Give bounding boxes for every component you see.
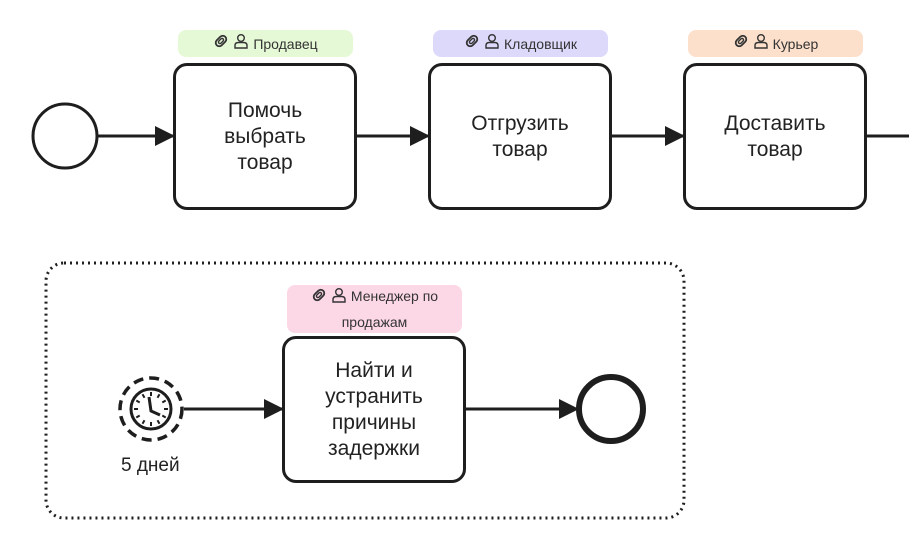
paperclip-icon — [213, 32, 229, 56]
task[interactable]: Доставить товар — [683, 63, 867, 210]
clock-icon — [129, 387, 173, 431]
event-subprocess[interactable] — [44, 261, 686, 520]
role-label: Кладовщик — [504, 35, 577, 52]
role-label: Курьер — [772, 35, 819, 52]
user-icon — [753, 32, 769, 56]
start-event[interactable] — [31, 102, 99, 170]
task-label: Отгрузить товар — [471, 111, 569, 161]
paperclip-icon — [311, 286, 327, 310]
role-label: Продавец — [253, 35, 318, 52]
role-label: Менеджер по продажам — [341, 288, 439, 330]
role-tag[interactable]: Кладовщик — [433, 30, 608, 57]
role-tag[interactable]: Курьер — [688, 30, 863, 57]
end-event[interactable] — [576, 374, 646, 444]
paperclip-icon — [733, 32, 749, 56]
timer-label: 5 дней — [121, 455, 180, 476]
task-label: Помочь выбрать товар — [224, 98, 306, 174]
task-label: Найти и устранить причины задержки — [325, 358, 423, 460]
role-tag[interactable]: Продавец — [178, 30, 353, 57]
user-icon — [484, 32, 500, 56]
timer-start-event[interactable] — [118, 376, 184, 442]
task[interactable]: Отгрузить товар — [428, 63, 612, 210]
user-icon — [233, 32, 249, 56]
paperclip-icon — [464, 32, 480, 56]
task[interactable]: Найти и устранить причины задержки — [282, 336, 466, 483]
task-label: Доставить товар — [724, 111, 826, 161]
user-icon — [331, 286, 347, 310]
task[interactable]: Помочь выбрать товар — [173, 63, 357, 210]
role-tag[interactable]: Менеджер по продажам — [287, 285, 462, 333]
